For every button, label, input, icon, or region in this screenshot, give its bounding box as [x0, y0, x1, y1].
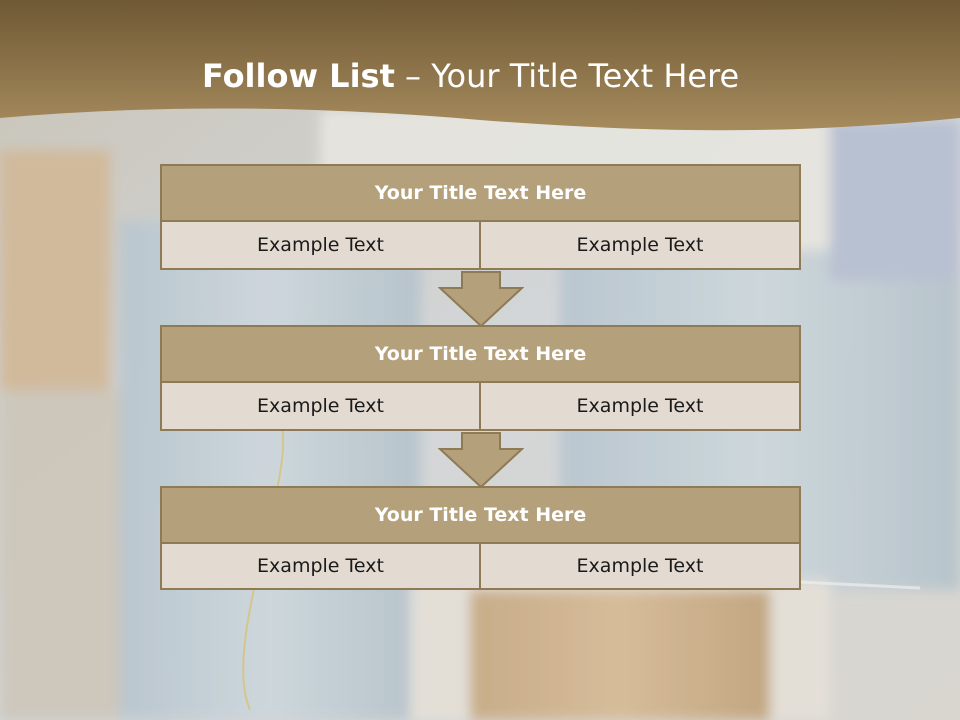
- block-title: Your Title Text Here: [160, 325, 801, 383]
- list-block-2: Your Title Text Here Example Text Exampl…: [160, 325, 801, 433]
- block-cell-left: Example Text: [160, 220, 481, 270]
- block-title: Your Title Text Here: [160, 164, 801, 222]
- block-cell-right: Example Text: [479, 381, 801, 431]
- block-title: Your Title Text Here: [160, 486, 801, 544]
- down-arrow-icon: [438, 432, 524, 489]
- slide-title-bold: Follow List: [202, 57, 395, 95]
- list-block-1: Your Title Text Here Example Text Exampl…: [160, 164, 801, 272]
- header-band: [0, 0, 960, 131]
- block-cell-right: Example Text: [479, 542, 801, 590]
- block-cell-left: Example Text: [160, 542, 481, 590]
- slide-title-rest: – Your Title Text Here: [405, 57, 740, 95]
- block-cell-right: Example Text: [479, 220, 801, 270]
- down-arrow-icon: [438, 271, 524, 328]
- block-cell-left: Example Text: [160, 381, 481, 431]
- list-block-3: Your Title Text Here Example Text Exampl…: [160, 486, 801, 592]
- slide-title: Follow List – Your Title Text Here: [202, 54, 922, 98]
